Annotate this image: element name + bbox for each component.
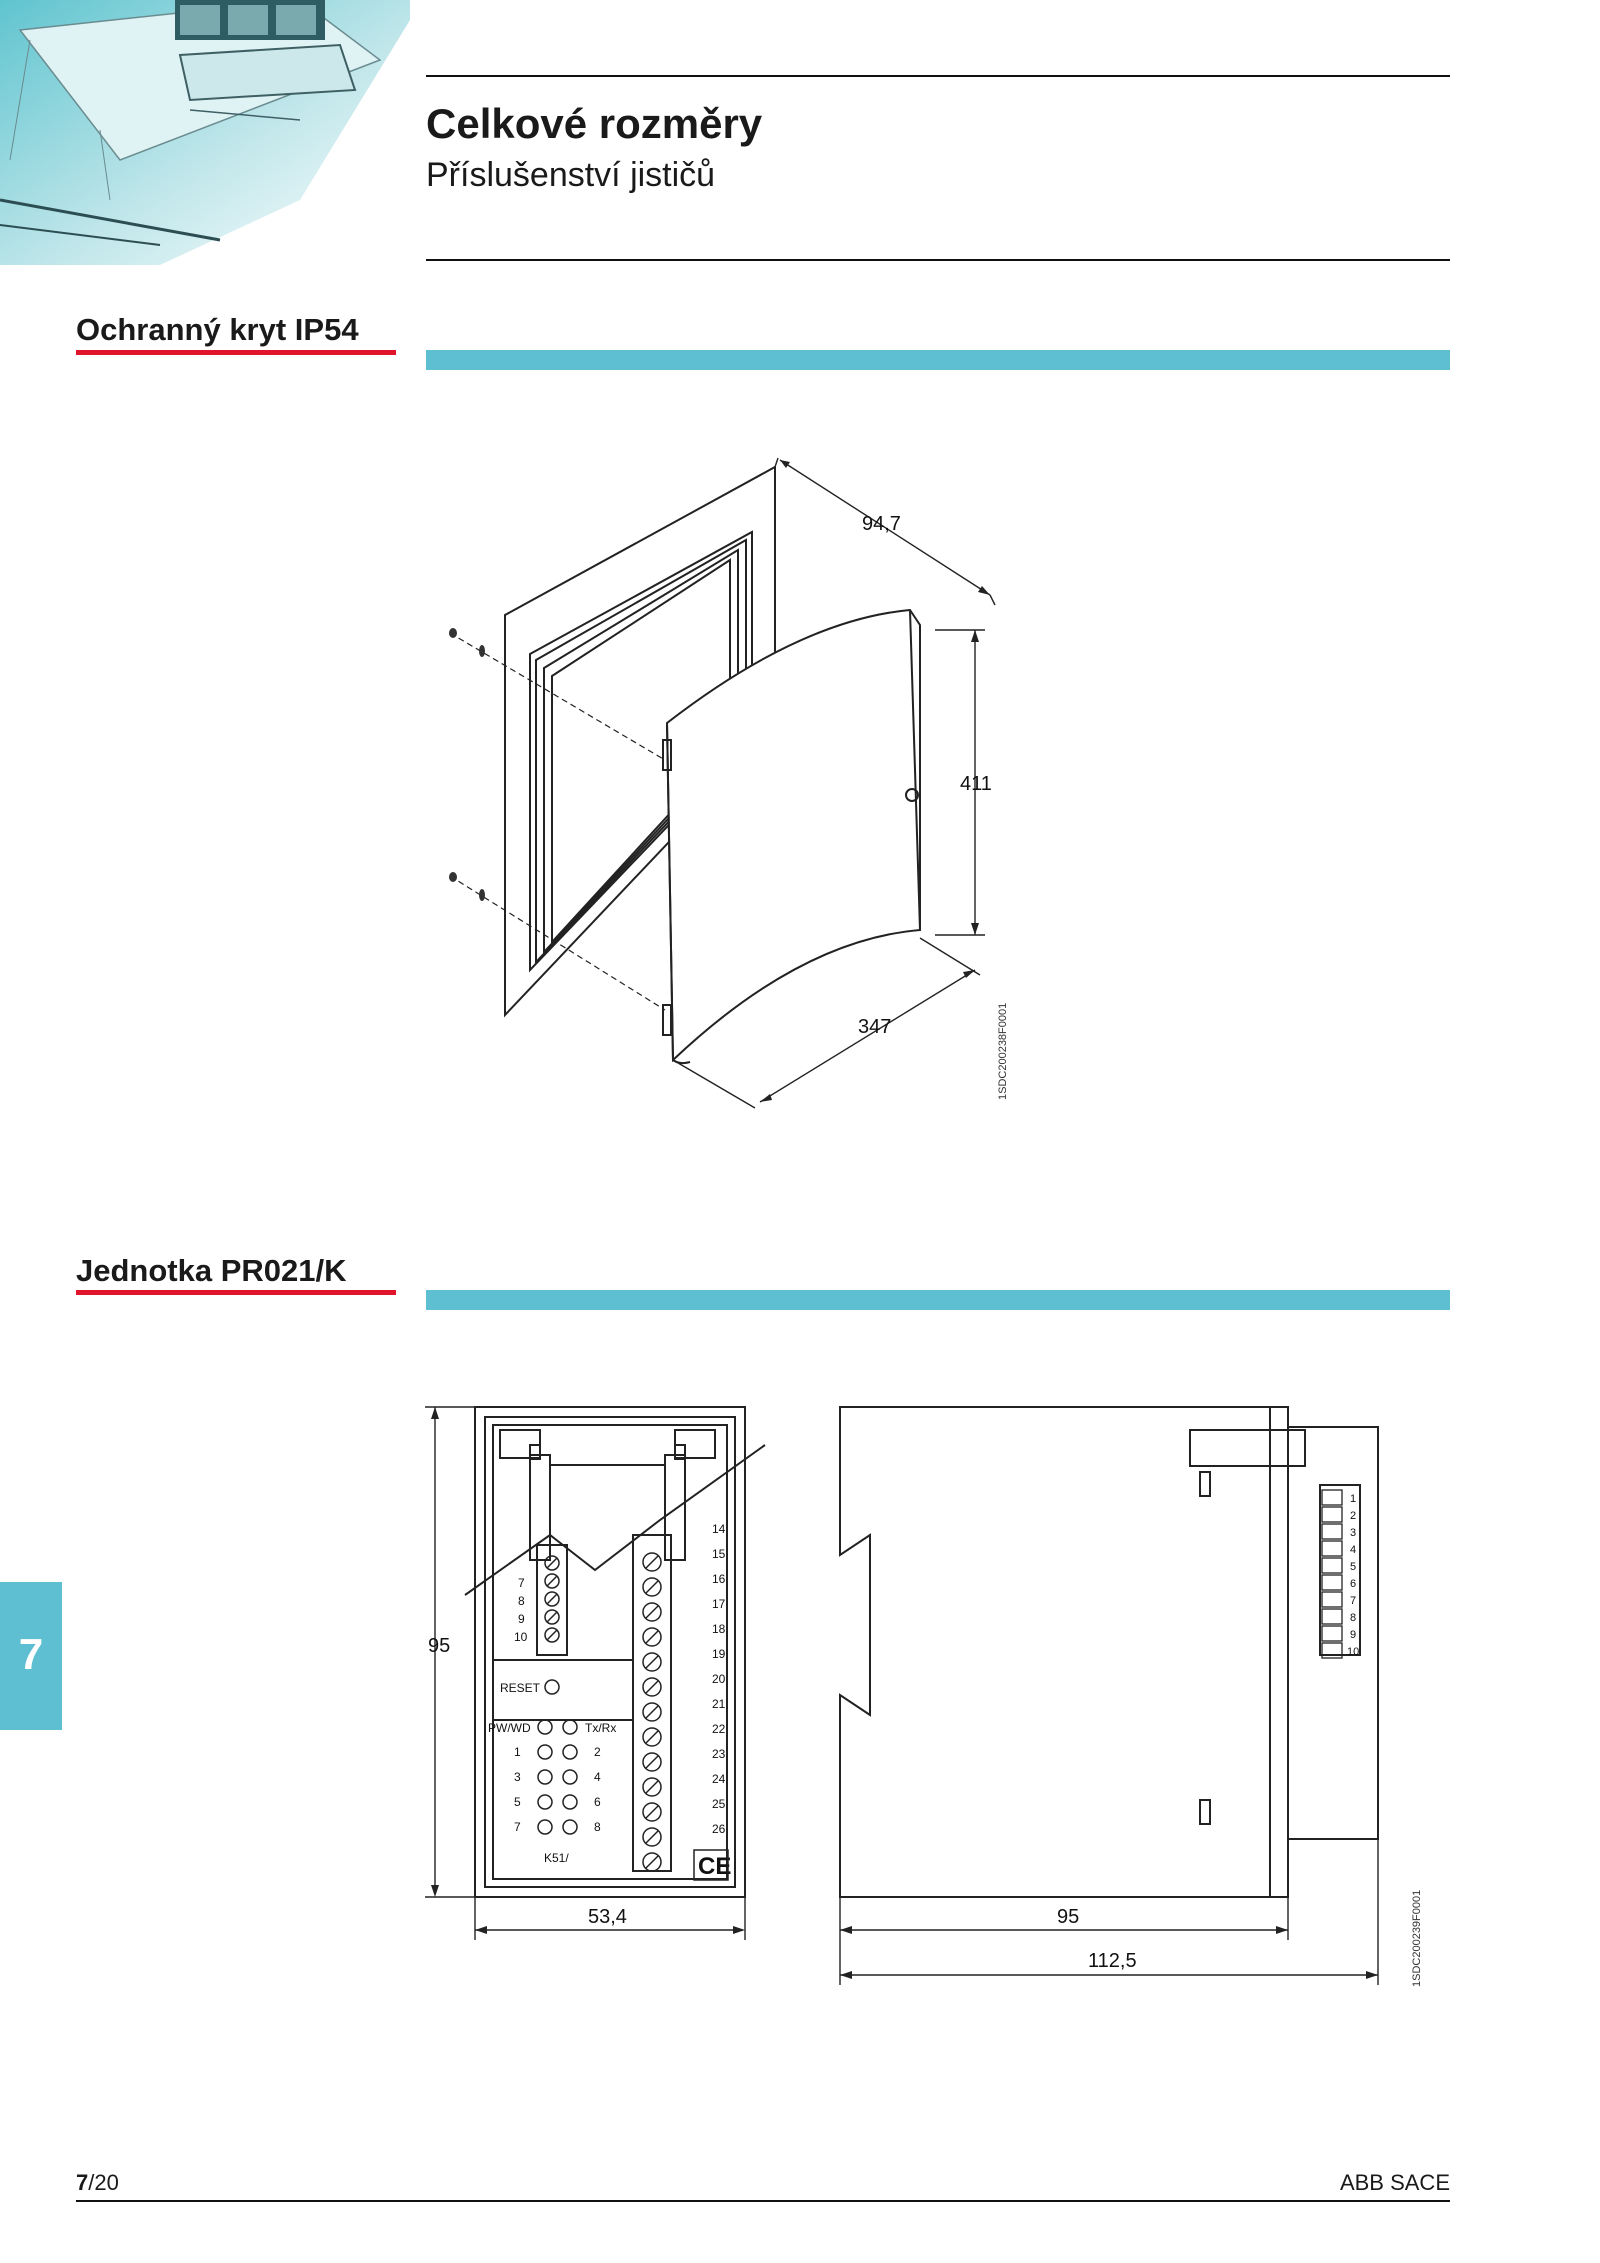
txrx-label: Tx/Rx [585, 1721, 616, 1735]
svg-text:8: 8 [1350, 1612, 1356, 1624]
footer-rule [76, 2200, 1450, 2202]
svg-text:7: 7 [514, 1820, 521, 1834]
dim-front-height: 95 [428, 1635, 450, 1657]
svg-text:16: 16 [712, 1572, 726, 1586]
svg-text:10: 10 [1347, 1646, 1359, 1658]
footer-brand: ABB SACE [1339, 2170, 1450, 2195]
svg-text:21: 21 [712, 1697, 726, 1711]
led-labels: 1 3 5 7 2 4 6 8 [514, 1745, 601, 1834]
page-title: Celkové rozměry [426, 100, 763, 147]
svg-text:1: 1 [1350, 1493, 1356, 1505]
svg-text:3: 3 [1350, 1527, 1356, 1539]
svg-text:5: 5 [1350, 1561, 1356, 1573]
svg-text:2: 2 [594, 1745, 601, 1759]
svg-text:17: 17 [712, 1597, 726, 1611]
svg-text:26: 26 [712, 1822, 726, 1836]
svg-text:6: 6 [1350, 1578, 1356, 1590]
pr021k-drawing: 7 8 9 10 14 15 16 17 18 19 20 21 22 23 2… [425, 1406, 1423, 1987]
svg-text:22: 22 [712, 1722, 726, 1736]
svg-text:15: 15 [712, 1547, 726, 1561]
svg-text:1: 1 [514, 1745, 521, 1759]
side-terminals [1321, 1489, 1343, 1659]
reset-label: RESET [500, 1681, 541, 1695]
svg-text:7: 7 [1350, 1595, 1356, 1607]
section-underline-red [76, 1290, 396, 1295]
svg-text:4: 4 [594, 1770, 601, 1784]
chapter-number: 7 [18, 1630, 44, 1679]
page-num-total: /20 [88, 2170, 119, 2195]
dim-height: 411 [960, 773, 992, 795]
pwwd-label: PW/WD [488, 1721, 531, 1735]
ip54-cover-drawing: 94,7 411 347 1SDC200238F0001 [449, 457, 1009, 1109]
svg-text:9: 9 [518, 1612, 525, 1626]
svg-text:8: 8 [518, 1594, 525, 1608]
svg-text:18: 18 [712, 1622, 726, 1636]
ce-mark: CE [698, 1853, 731, 1880]
svg-text:25: 25 [712, 1797, 726, 1811]
chapter-tab [0, 1582, 62, 1730]
svg-text:9: 9 [1350, 1629, 1356, 1641]
led-indicators [537, 1719, 578, 1835]
cover-box [665, 608, 921, 1063]
dim-depth: 94,7 [862, 513, 901, 535]
dim-width: 347 [858, 1016, 891, 1038]
svg-text:2: 2 [1350, 1510, 1356, 1522]
drawing-code-1: 1SDC200238F0001 [997, 1003, 1009, 1100]
svg-text:7: 7 [518, 1576, 525, 1590]
svg-text:4: 4 [1350, 1544, 1356, 1556]
svg-text:19: 19 [712, 1647, 726, 1661]
header-decorative-image [0, 0, 410, 265]
section-title-pr021k: Jednotka PR021/K [76, 1253, 347, 1288]
header-top-rule [426, 75, 1450, 77]
page-num-current: 7 [76, 2170, 89, 2195]
page-number: 7/20 [76, 2170, 119, 2196]
section-underline-red [76, 350, 396, 355]
svg-text:24: 24 [712, 1772, 726, 1786]
drawing-code-2: 1SDC200239F0001 [1411, 1890, 1423, 1987]
left-terminal-labels: 7 8 9 10 [514, 1576, 528, 1644]
svg-text:5: 5 [514, 1795, 521, 1809]
section-bar-blue [426, 1290, 1450, 1310]
section-title-ip54: Ochranný kryt IP54 [76, 312, 359, 347]
section-bar-blue [426, 350, 1450, 370]
header-bottom-rule [426, 259, 1450, 261]
svg-text:6: 6 [594, 1795, 601, 1809]
page-subtitle: Příslušenství jističů [426, 156, 716, 194]
dim-side-total: 112,5 [1088, 1950, 1137, 1972]
cut-line [464, 1444, 766, 1596]
model-label: K51/ [544, 1851, 569, 1865]
svg-text:3: 3 [514, 1770, 521, 1784]
front-outer-frame [474, 1406, 746, 1898]
svg-text:20: 20 [712, 1672, 726, 1686]
svg-text:23: 23 [712, 1747, 726, 1761]
dim-front-width: 53,4 [588, 1906, 627, 1928]
reset-button [544, 1679, 560, 1695]
dim-side-depth: 95 [1057, 1906, 1079, 1928]
side-terminal-labels: 1 2 3 4 5 6 7 8 9 10 [1347, 1493, 1359, 1658]
right-terminal-labels: 14 15 16 17 18 19 20 21 22 23 24 25 26 [712, 1522, 726, 1836]
svg-text:14: 14 [712, 1522, 726, 1536]
svg-text:8: 8 [594, 1820, 601, 1834]
svg-text:10: 10 [514, 1630, 528, 1644]
right-terminal-screws [642, 1552, 662, 1872]
